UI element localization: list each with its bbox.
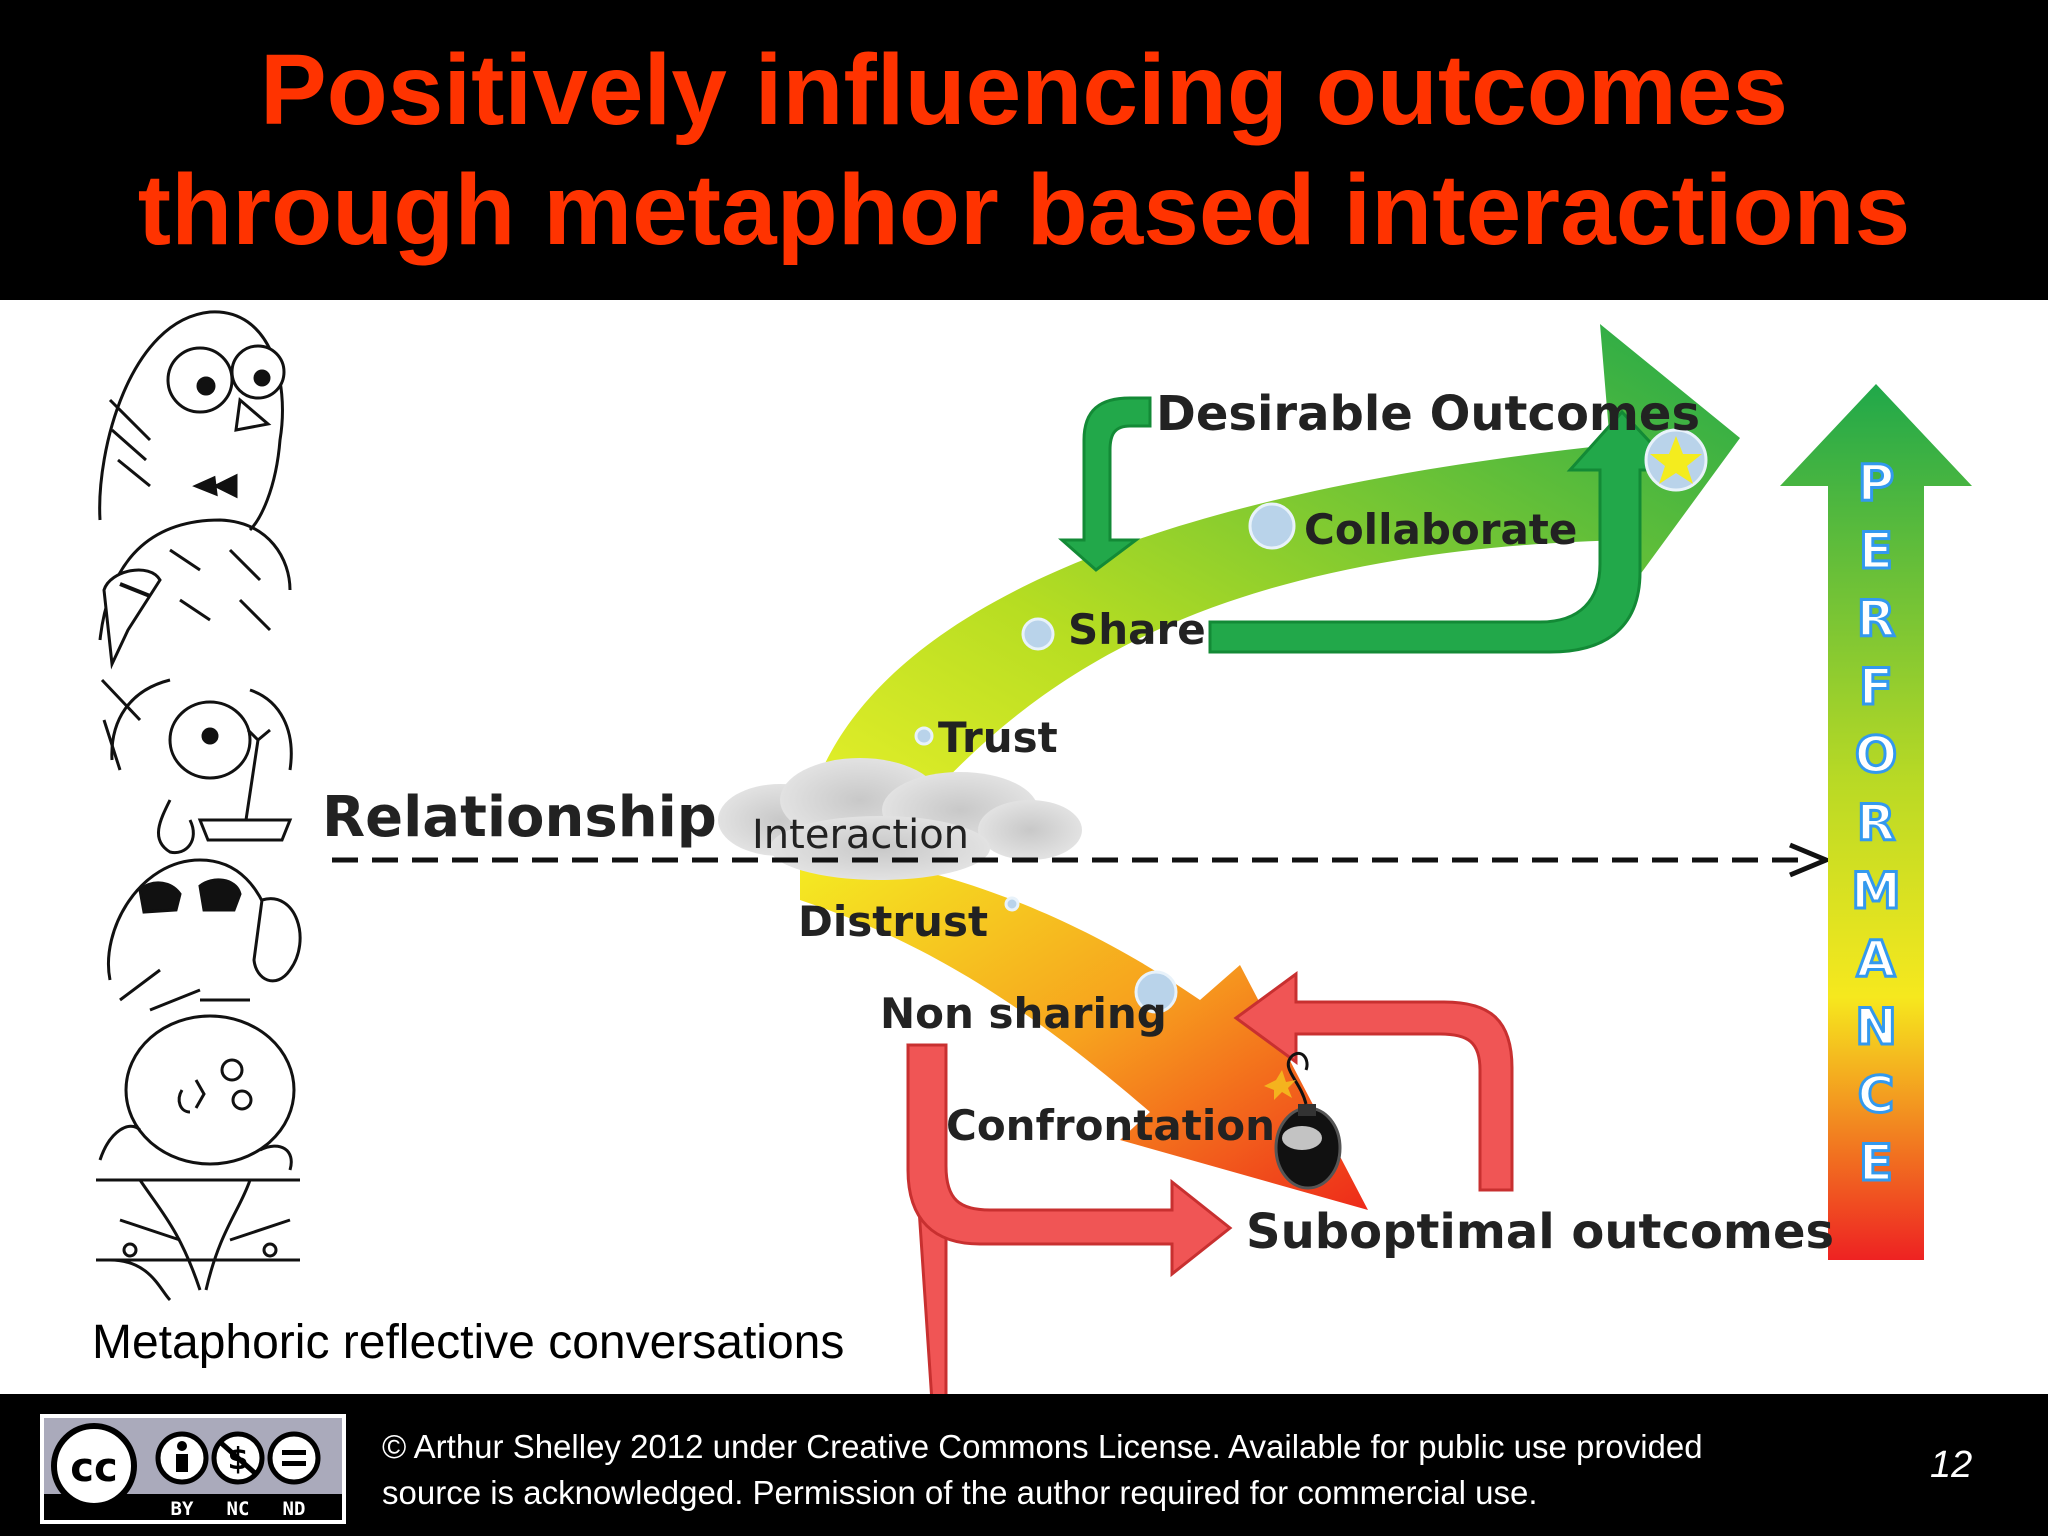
cc-label-nc: NC: [227, 1498, 250, 1520]
performance-arrow: [1780, 384, 1972, 1260]
caption: Metaphoric reflective conversations: [92, 1316, 845, 1369]
performance-letter: O: [1855, 726, 1898, 784]
license-line-2: source is acknowledged. Permission of th…: [382, 1474, 1538, 1511]
relationship-label: Relationship: [322, 785, 717, 850]
share-dot: [1021, 617, 1055, 651]
trees-cartoon-icon: [96, 1178, 300, 1302]
performance-letter: C: [1858, 1066, 1895, 1124]
performance-letter: E: [1859, 522, 1893, 580]
cc-label-nd: ND: [283, 1498, 306, 1520]
distrust-dot: [1004, 896, 1020, 912]
interaction-label: Interaction: [752, 812, 969, 858]
confrontation-label: Confrontation: [946, 1101, 1275, 1150]
collaborate-label: Collaborate: [1304, 505, 1577, 554]
performance-letter: F: [1859, 658, 1893, 716]
milestone-dots: [914, 502, 1296, 1014]
distrust-label: Distrust: [798, 897, 988, 946]
downward-arrow-band: [800, 848, 1368, 1210]
performance-letter: R: [1857, 794, 1896, 852]
cc-icon-text: cc: [70, 1445, 117, 1491]
beaver-cartoon-icon: [107, 858, 302, 1012]
performance-letter: R: [1857, 590, 1896, 648]
performance-letter: M: [1851, 862, 1901, 920]
interaction-cloud: [718, 758, 1082, 880]
license-text: © Arthur Shelley 2012 under Creative Com…: [382, 1424, 1802, 1516]
owl-cartoon-icon: [98, 310, 286, 532]
desirable-outcomes-label: Desirable Outcomes: [1156, 386, 1700, 442]
cc-label-by: BY: [171, 1498, 194, 1520]
title-bar: Positively influencing outcomes through …: [0, 0, 2048, 300]
star-icon: [1650, 436, 1702, 484]
red-right-elbow-arrow: [1233, 971, 1514, 1192]
collaborate-dot: [1248, 502, 1296, 550]
page-number: 12: [1930, 1444, 1973, 1486]
performance-letter: A: [1857, 930, 1896, 988]
page-title-line-2: through metaphor based interactions: [137, 154, 1911, 266]
monkey-cartoon-icon: [98, 1014, 296, 1171]
non-sharing-label: Non sharing: [880, 989, 1167, 1038]
eagle-cartoon-icon: [98, 518, 292, 670]
footer: cc $ BY NC ND © Arthur Shelley 2012 unde…: [0, 1394, 2048, 1536]
page-title-line-1: Positively influencing outcomes: [259, 34, 1789, 146]
performance-letter: P: [1858, 454, 1895, 512]
suboptimal-outcomes-label: Suboptimal outcomes: [1246, 1204, 1834, 1260]
performance-letter: E: [1859, 1134, 1893, 1192]
trust-label: Trust: [938, 713, 1058, 762]
cc-icon: [51, 1423, 137, 1509]
bomb-icon: [1264, 1051, 1342, 1190]
trust-dot: [914, 726, 934, 746]
license-line-1: © Arthur Shelley 2012 under Creative Com…: [382, 1428, 1703, 1465]
non-sharing-dot: [1134, 970, 1178, 1014]
elephant-cartoon-icon: [100, 678, 293, 855]
dashed-line-arrowhead: [1789, 842, 1833, 878]
cartoon-figures: [96, 310, 302, 1302]
upward-arrow-band: [800, 324, 1740, 848]
share-label: Share: [1068, 605, 1206, 654]
performance-letter: N: [1855, 998, 1897, 1056]
red-left-elbow-arrow: [906, 1043, 1233, 1278]
cc-license-badge: cc $ BY NC ND: [40, 1414, 346, 1524]
green-loop-left-arrow: [1058, 396, 1152, 572]
nd-icon: [267, 1431, 321, 1485]
